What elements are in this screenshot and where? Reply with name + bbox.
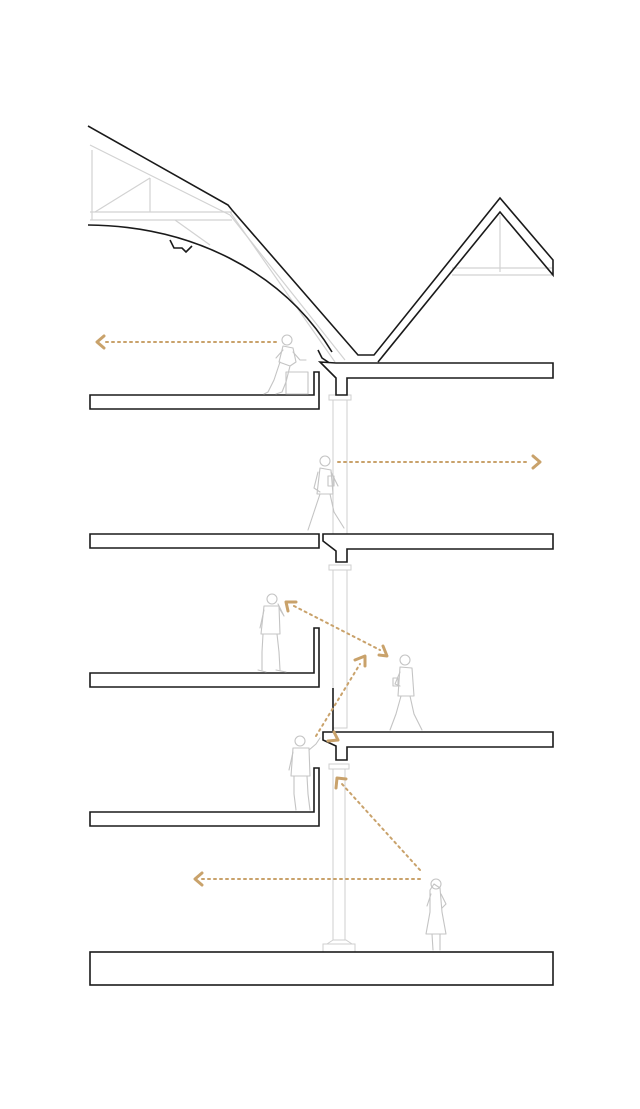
slab-right-level-4 bbox=[317, 361, 554, 396]
person-carrying-drink-icon bbox=[389, 654, 423, 731]
person-looking-up-icon bbox=[288, 735, 321, 811]
slab-left-level-4 bbox=[89, 371, 320, 410]
slab-right-level-2 bbox=[322, 731, 554, 761]
person-phone-icon bbox=[257, 593, 287, 673]
person-standing-woman-icon bbox=[425, 878, 447, 951]
roof-truss-right bbox=[452, 215, 552, 276]
sightline-top-left bbox=[95, 334, 277, 350]
sightline-level3-right bbox=[337, 454, 542, 470]
roof-left-outer bbox=[87, 125, 554, 363]
sightline-ground-left bbox=[193, 871, 421, 887]
person-walking-icon bbox=[307, 455, 345, 531]
roof-truss-left bbox=[89, 144, 346, 363]
sightline-level2-diagonal bbox=[284, 600, 389, 658]
slab-left-level-3 bbox=[89, 533, 320, 549]
slab-right-level-3 bbox=[322, 533, 554, 563]
roof-left-vault bbox=[87, 224, 333, 353]
sightline-level1-up bbox=[315, 654, 367, 743]
roof-vault-ornament bbox=[169, 239, 193, 254]
ground-floor-slab bbox=[89, 951, 554, 986]
slab-left-level-1 bbox=[89, 767, 320, 827]
person-sitting-icon bbox=[263, 334, 309, 395]
sightline-ground-up bbox=[334, 776, 421, 871]
slab-left-level-2 bbox=[89, 627, 320, 688]
